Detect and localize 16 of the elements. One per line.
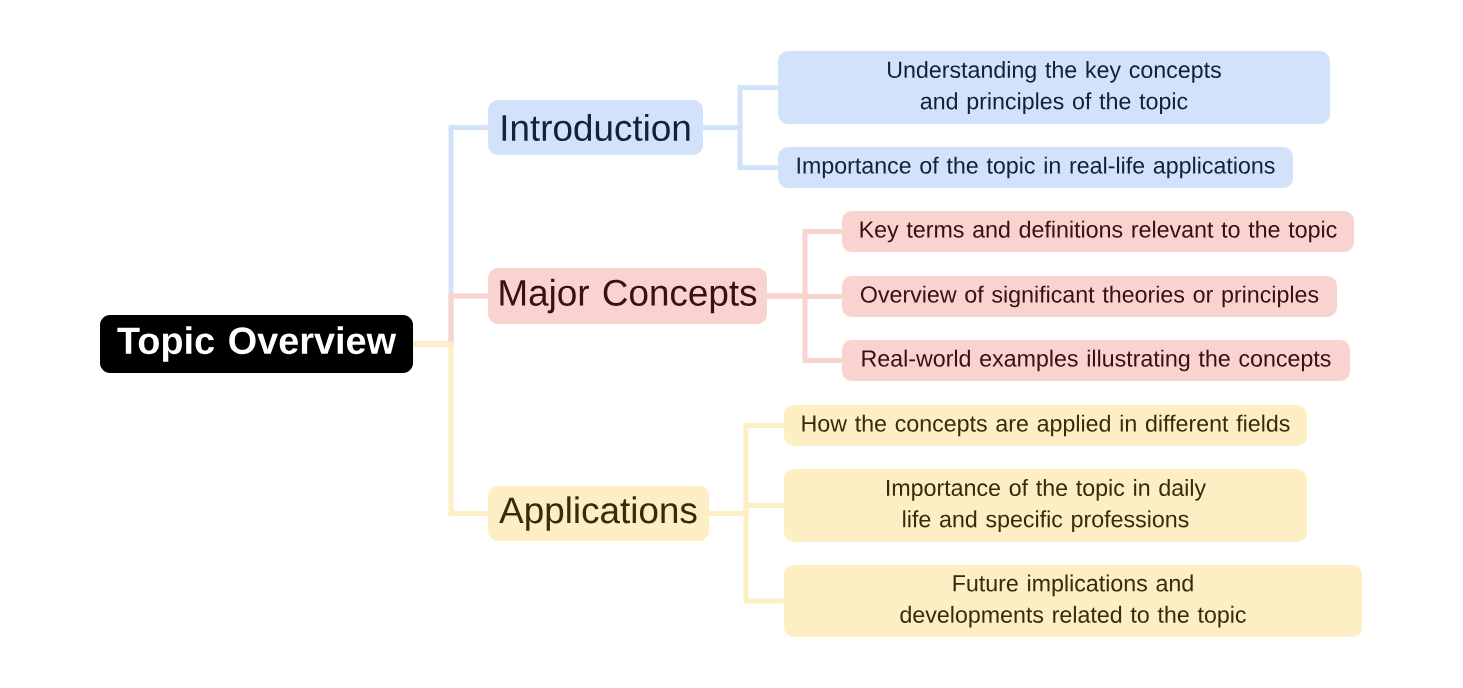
topic-box: Introduction	[488, 100, 703, 155]
subtopic-box: Future implications and developments related to the topic	[784, 565, 1362, 637]
subtopic-box: Importance of the topic in real-life applications	[778, 147, 1293, 188]
subtopic-box: Importance of the topic in daily life and specific professions	[784, 469, 1307, 542]
connector-line	[709, 511, 784, 604]
subtopic-box: Key terms and definitions relevant to the topic	[842, 211, 1354, 252]
root-box: Topic Overview	[100, 315, 413, 373]
topic-box: Applications	[488, 486, 709, 541]
connector-line	[767, 293, 842, 363]
connector-line	[703, 125, 778, 170]
connector-line	[413, 341, 488, 516]
subtopic-box: Overview of significant theories or principles	[842, 276, 1337, 317]
subtopic-box: How the concepts are applied in different fields	[784, 405, 1307, 446]
subtopic-box: Real-world examples illustrating the concepts	[842, 340, 1350, 381]
topic-box: Major Concepts	[488, 268, 767, 324]
subtopic-box: Understanding the key concepts and principles of the topic	[778, 51, 1330, 124]
